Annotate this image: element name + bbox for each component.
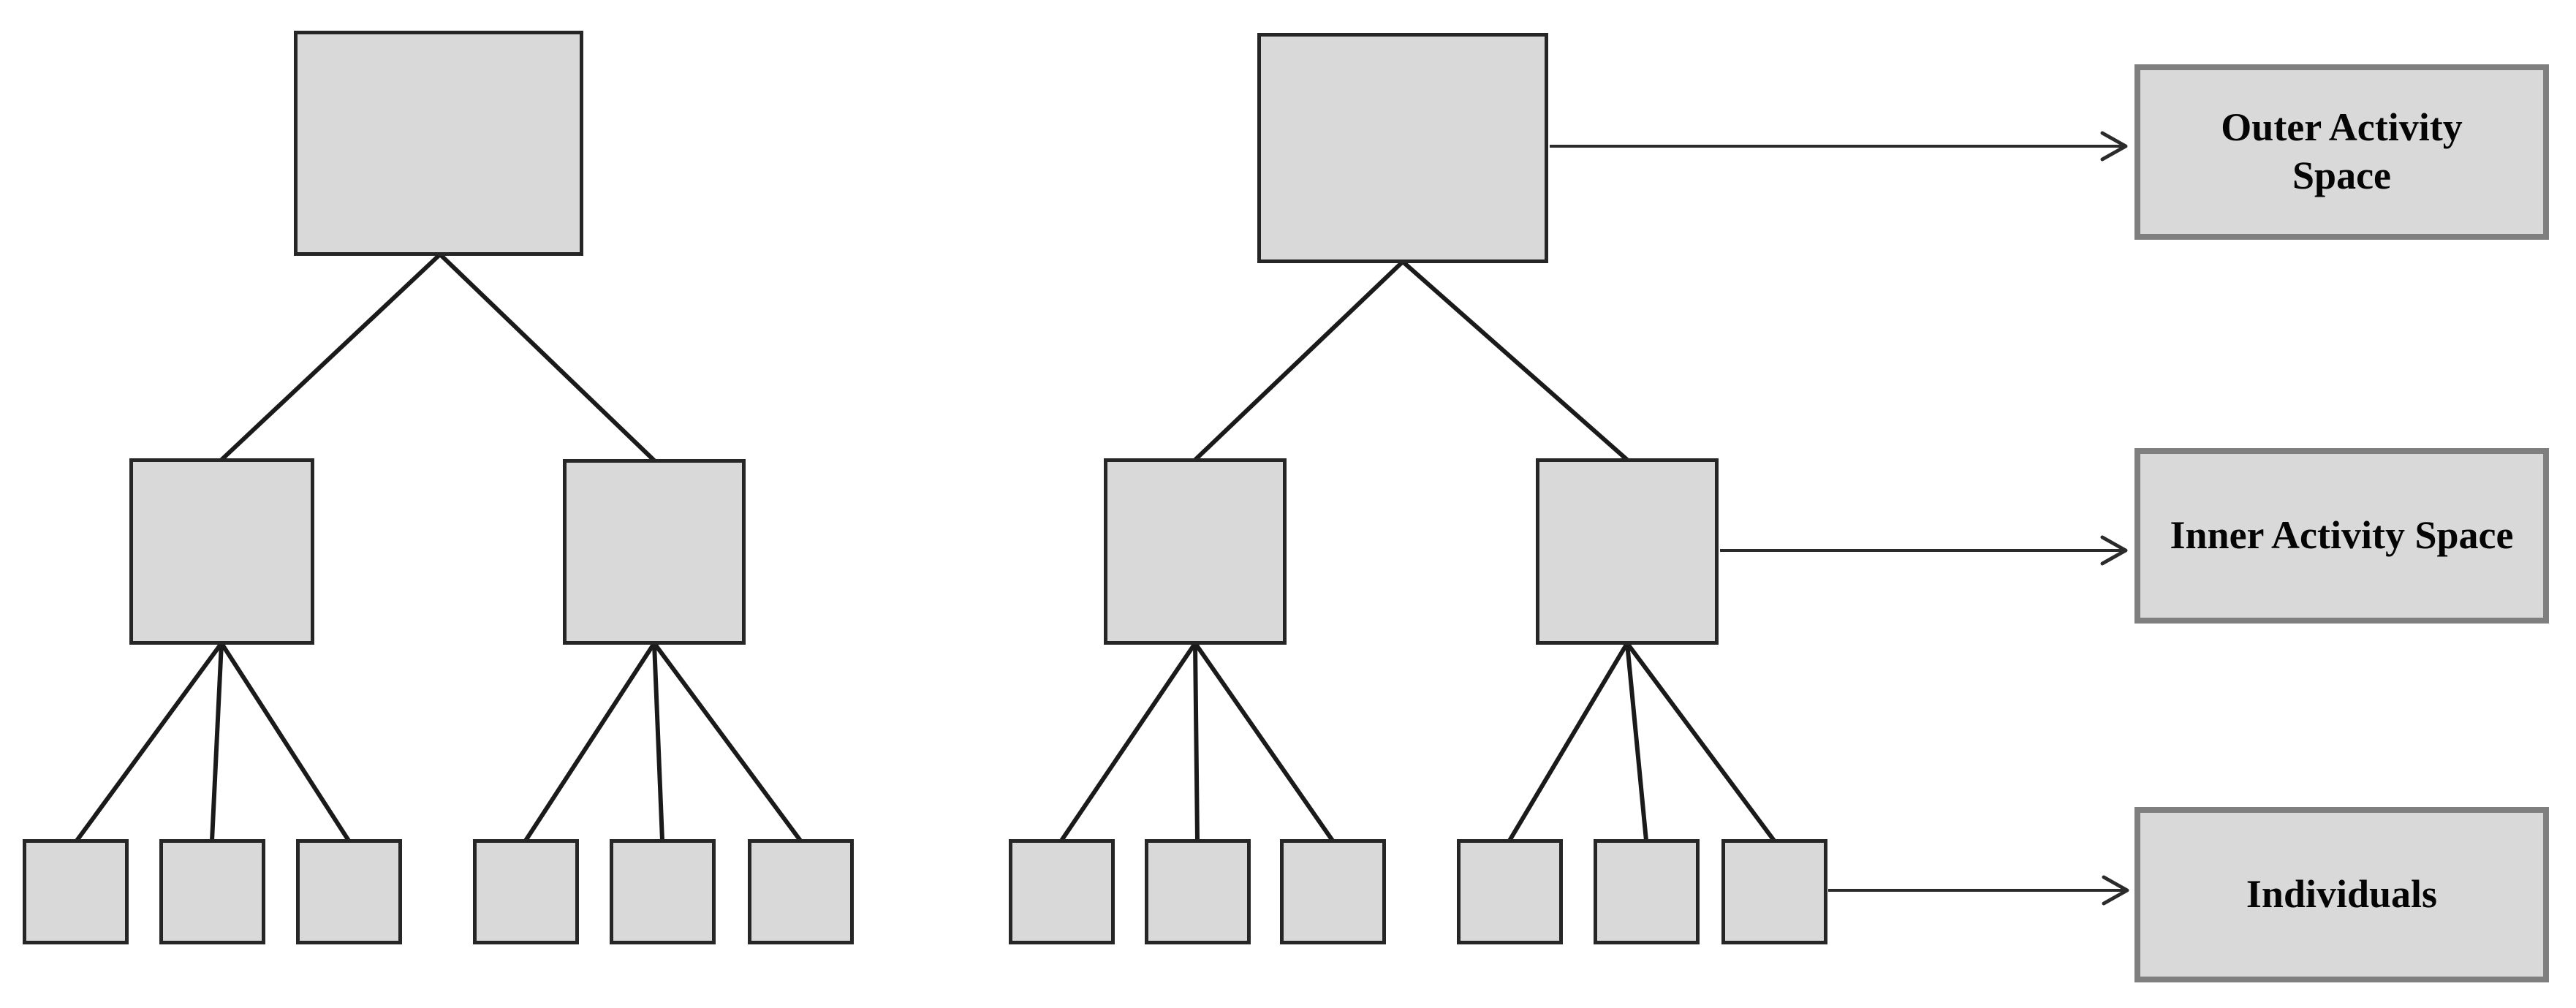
right-tree-leaf-node-5: [1594, 839, 1700, 944]
label-text-inner-activity-space: Inner Activity Space: [2170, 513, 2514, 558]
label-box-inner-activity-space: Inner Activity Space: [2134, 448, 2549, 624]
left-tree-leaf-node-4: [473, 839, 579, 944]
right-tree-leaf-node-1: [1009, 839, 1115, 944]
left-tree-root-node: [294, 31, 583, 256]
label-box-outer-activity-space: Outer Activity Space: [2134, 64, 2549, 240]
left-tree-edges: [75, 252, 803, 843]
right-tree-mid-node-1: [1104, 458, 1287, 645]
label-text-outer-activity-space: Outer Activity Space: [2221, 105, 2463, 197]
legend-arrows: [1550, 131, 2129, 906]
right-tree-mid-node-2: [1536, 458, 1719, 645]
right-tree-leaf-node-6: [1721, 839, 1827, 944]
left-tree-mid-node-1: [129, 458, 314, 645]
left-tree-leaf-node-5: [610, 839, 716, 944]
left-tree-leaf-node-6: [748, 839, 854, 944]
right-tree-leaf-node-4: [1457, 839, 1563, 944]
left-tree-mid-node-2: [563, 459, 746, 645]
right-tree-leaf-node-2: [1145, 839, 1251, 944]
left-tree-leaf-node-1: [23, 839, 129, 944]
right-tree-leaf-node-3: [1280, 839, 1386, 944]
label-text-individuals: Individuals: [2246, 872, 2438, 917]
left-tree-leaf-node-3: [296, 839, 402, 944]
left-tree-leaf-node-2: [159, 839, 265, 944]
right-tree-root-node: [1257, 33, 1548, 263]
label-box-individuals: Individuals: [2134, 807, 2549, 982]
right-tree-edges: [1059, 259, 1776, 843]
